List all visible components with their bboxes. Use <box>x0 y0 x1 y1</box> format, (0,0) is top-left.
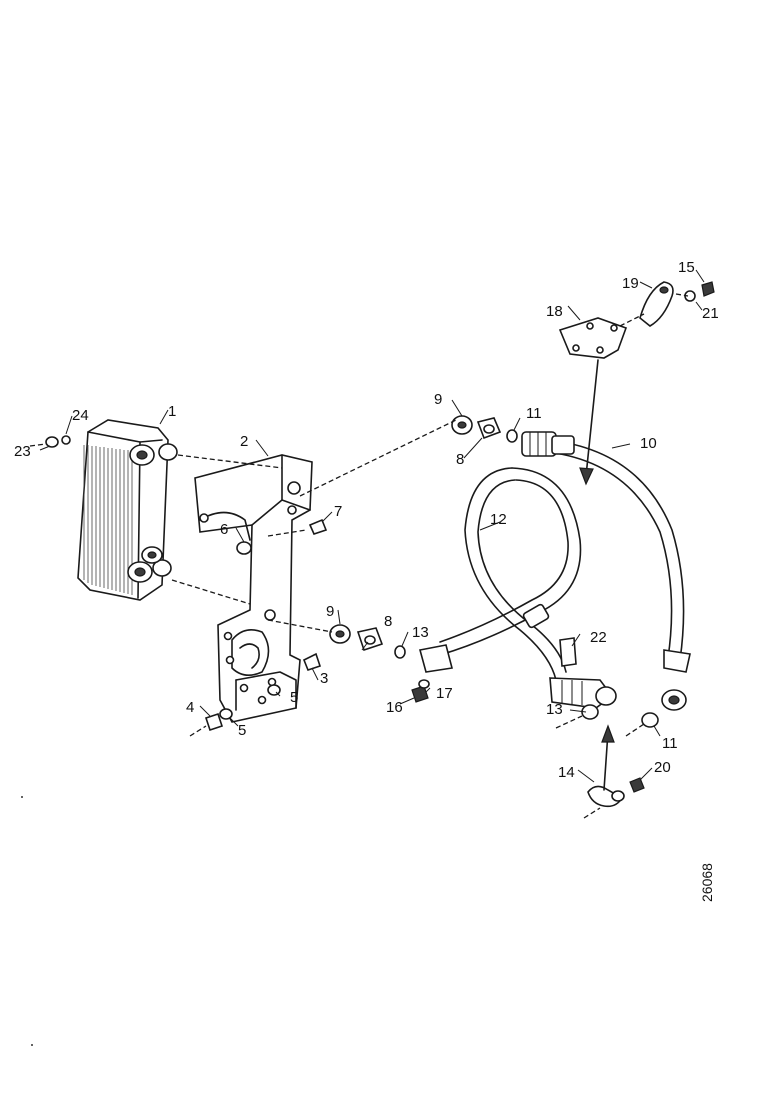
callout-17: 17 <box>436 685 453 702</box>
assembly-lines <box>29 293 689 819</box>
callout-12: 12 <box>490 511 507 528</box>
oil-hoses-part-10-12 <box>419 431 691 711</box>
callout-16: 16 <box>386 699 403 716</box>
callout-6: 6 <box>220 521 228 538</box>
reference-number: 26068 <box>699 863 715 902</box>
scan-mark <box>31 1044 33 1046</box>
callout-24: 24 <box>72 407 89 424</box>
callout-20: 20 <box>654 759 671 776</box>
callout-10: 10 <box>640 435 657 452</box>
callout-19: 19 <box>622 275 639 292</box>
callout-5-lower: 5 <box>238 722 246 739</box>
callout-23: 23 <box>14 443 31 460</box>
callout-18: 18 <box>546 303 563 320</box>
callout-3: 3 <box>320 670 328 687</box>
scan-mark <box>21 796 23 798</box>
callout-2: 2 <box>240 433 248 450</box>
callout-13-right: 13 <box>546 701 563 718</box>
callout-8-upper: 8 <box>456 451 464 468</box>
callout-9-lower: 9 <box>326 603 334 620</box>
callout-11-upper: 11 <box>526 405 542 422</box>
callout-labels: 1 2 3 4 5 5 6 7 8 8 9 9 10 11 11 12 13 1… <box>14 259 719 781</box>
callout-7: 7 <box>334 503 342 520</box>
callout-9-upper: 9 <box>434 391 442 408</box>
callout-4: 4 <box>186 699 194 716</box>
callout-11-lower: 11 <box>662 735 678 752</box>
callout-15: 15 <box>678 259 695 276</box>
oil-cooler-part-1 <box>77 419 178 601</box>
fittings-and-fasteners <box>45 281 715 808</box>
callout-14: 14 <box>558 764 575 781</box>
leader-lines <box>39 269 705 783</box>
callout-13-mid: 13 <box>412 624 429 641</box>
callout-5-upper: 5 <box>290 689 298 706</box>
callout-8-lower: 8 <box>384 613 392 630</box>
mounting-bracket-part-2 <box>194 454 313 723</box>
callout-22: 22 <box>590 629 607 646</box>
callout-21: 21 <box>702 305 719 322</box>
callout-1: 1 <box>168 403 176 420</box>
